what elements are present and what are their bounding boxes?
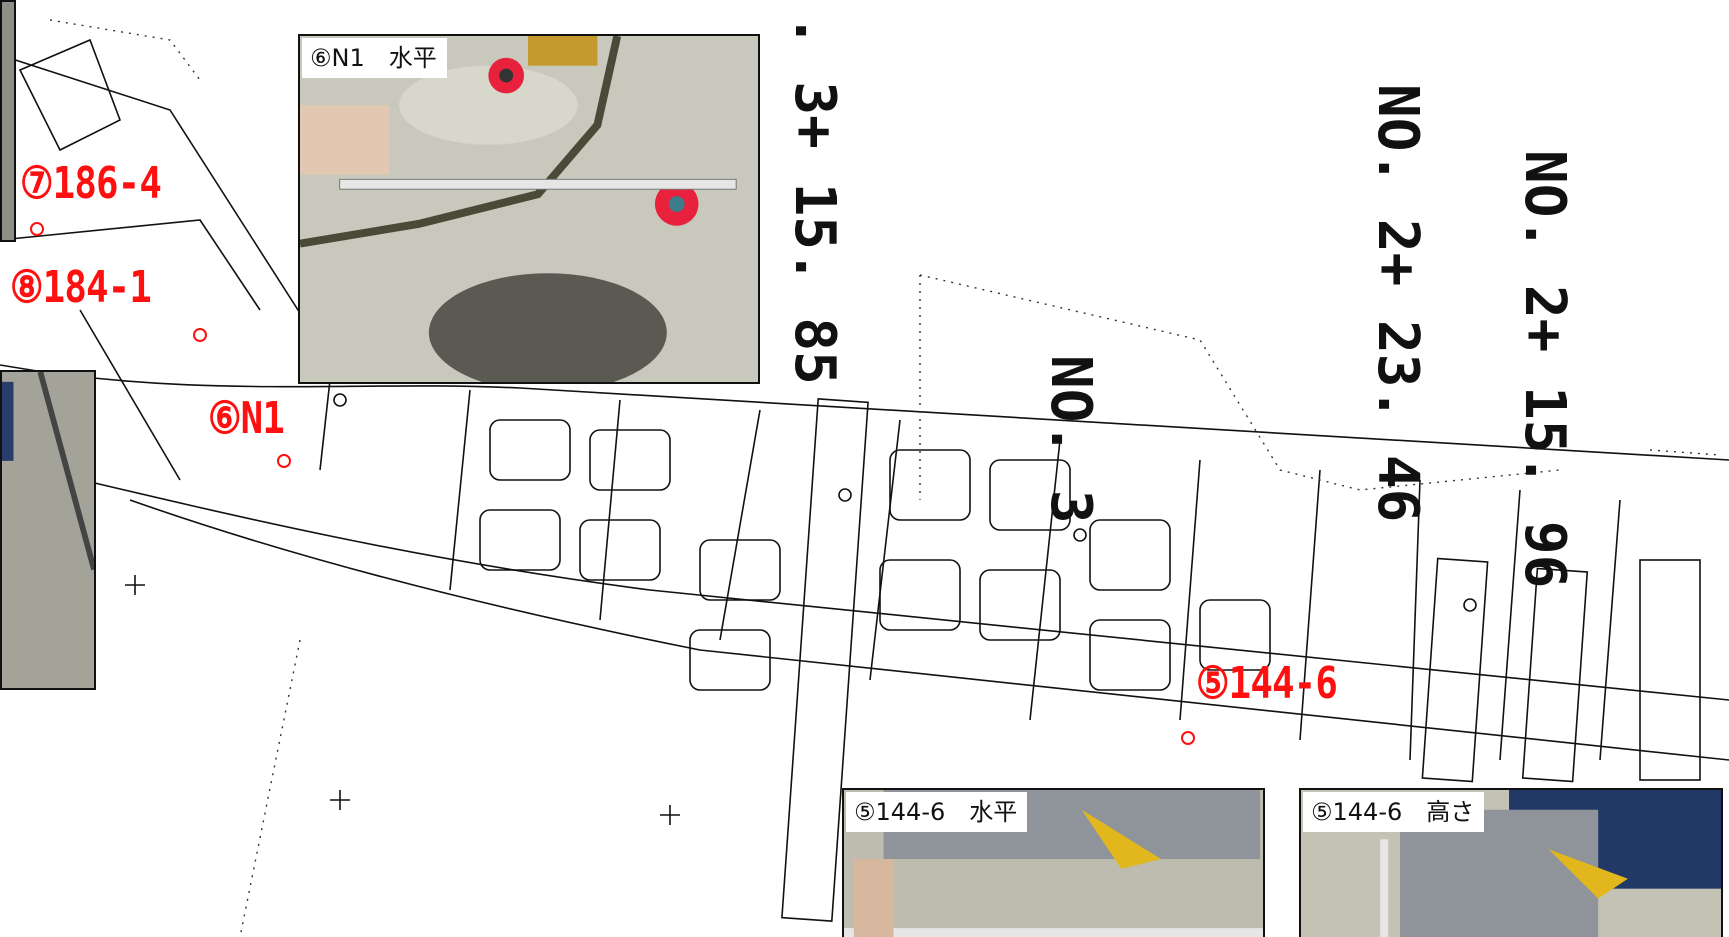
station-label-15-85: . 3+ 15. 85: [782, 14, 847, 385]
photo-caption: ⑤144-6 高さ: [1303, 792, 1485, 832]
dotted-boundaries: [49, 19, 1721, 937]
point-label-186-4: ⑦186-4: [20, 158, 162, 209]
parcel-linework: [0, 38, 1729, 922]
point-label-n1: ⑥N1: [208, 393, 285, 444]
tree-symbols: [125, 575, 680, 825]
photo-n1-horizontal: ⑥N1 水平: [298, 34, 760, 384]
survey-monuments: [333, 393, 1477, 612]
point-label-184-1: ⑧184-1: [10, 262, 152, 313]
photo-caption: ⑥N1 水平: [302, 38, 447, 78]
photo-144-6-height: ⑤144-6 高さ: [1299, 788, 1723, 937]
point-markers: [30, 222, 1195, 745]
photo-left-bottom: [0, 370, 96, 690]
point-label-144-6: ⑤144-6: [1196, 658, 1338, 709]
photo-caption: ⑤144-6 水平: [846, 792, 1028, 832]
station-label-no3: NO. 3: [1038, 355, 1103, 524]
photo-left-top: [0, 0, 16, 242]
station-label-15-96: NO. 2+ 15. 96: [1512, 150, 1577, 589]
station-label-23-46: NO. 2+ 23. 46: [1365, 84, 1430, 523]
photo-144-6-horizontal: ⑤144-6 水平: [842, 788, 1265, 937]
